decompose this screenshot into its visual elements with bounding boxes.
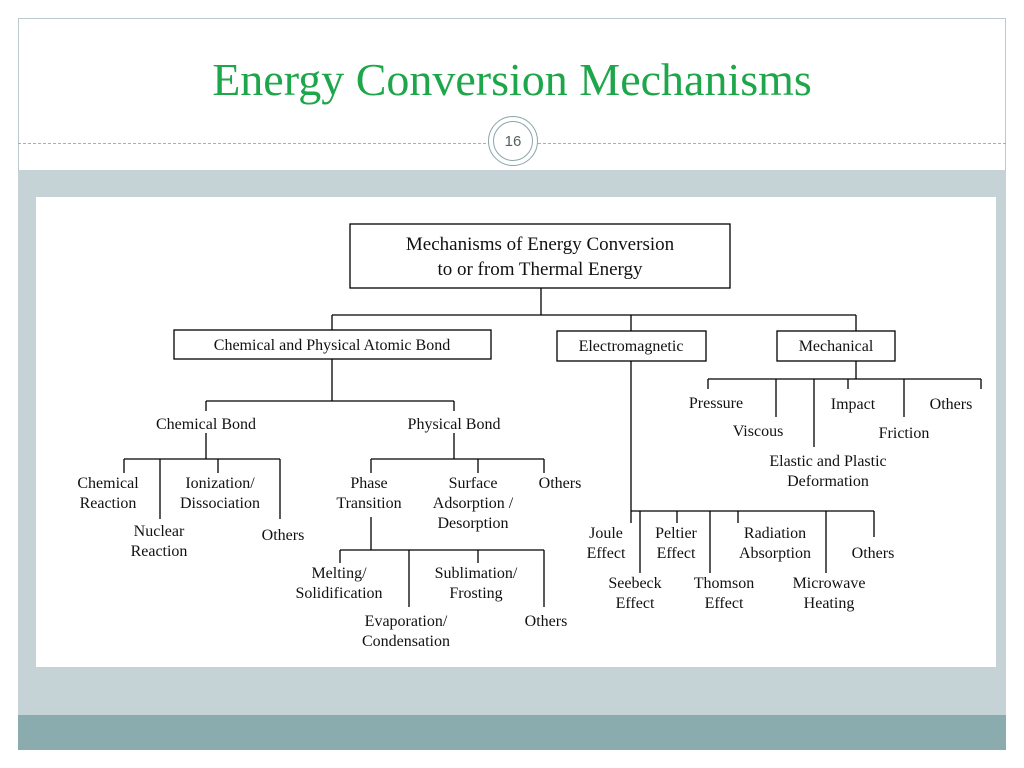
friction-label: Friction <box>879 425 930 442</box>
surface-adsorption-line3: Desorption <box>437 515 508 532</box>
chemical-reaction-line1: Chemical <box>77 475 139 492</box>
page-number: 16 <box>493 121 533 161</box>
joule-line1: Joule <box>589 525 623 542</box>
mechanical-box <box>776 330 896 362</box>
electromagnetic-label: Electromagnetic <box>579 338 684 355</box>
seebeck-line1: Seebeck <box>608 575 661 592</box>
chemical-physical-label: Chemical and Physical Atomic Bond <box>214 337 450 354</box>
chemical-bond-label: Chemical Bond <box>156 416 256 433</box>
em-others-label: Others <box>852 545 895 562</box>
sublimation-line1: Sublimation/ <box>435 565 518 582</box>
phase-transition-line1: Phase <box>350 475 387 492</box>
surface-adsorption-line1: Surface <box>449 475 498 492</box>
peltier-line1: Peltier <box>655 525 697 542</box>
impact-label: Impact <box>831 396 876 413</box>
root-label-line1: Mechanisms of Energy Conversion <box>406 234 675 255</box>
phase-others-label: Others <box>525 613 568 630</box>
radiation-line1: Radiation <box>744 525 806 542</box>
microwave-line2: Heating <box>804 595 855 612</box>
pressure-label: Pressure <box>689 395 743 412</box>
chemical-reaction-line2: Reaction <box>80 495 137 512</box>
phase-transition-line2: Transition <box>336 495 401 512</box>
thomson-line1: Thomson <box>694 575 754 592</box>
slide-title: Energy Conversion Mechanisms <box>212 54 812 105</box>
diagram-panel: Mechanisms of Energy Conversion to or fr… <box>36 197 996 667</box>
mechanical-others-label: Others <box>930 396 973 413</box>
mechanical-label: Mechanical <box>799 338 874 355</box>
energy-conversion-diagram: Mechanisms of Energy Conversion to or fr… <box>77 223 982 650</box>
root-label-line2: to or from Thermal Energy <box>437 259 643 280</box>
physical-others-label: Others <box>539 475 582 492</box>
chemical-others-label: Others <box>262 527 305 544</box>
electromagnetic-box <box>556 330 707 362</box>
microwave-line1: Microwave <box>793 575 866 592</box>
evaporation-line1: Evaporation/ <box>365 613 448 630</box>
physical-bond-label: Physical Bond <box>408 416 501 433</box>
joule-line2: Effect <box>587 545 626 562</box>
ionization-line1: Ionization/ <box>185 475 255 492</box>
radiation-line2: Absorption <box>739 545 811 562</box>
nuclear-reaction-line1: Nuclear <box>134 523 185 540</box>
thomson-line2: Effect <box>705 595 744 612</box>
elastic-line2: Deformation <box>787 473 869 490</box>
melting-line1: Melting/ <box>311 565 367 582</box>
melting-line2: Solidification <box>295 585 382 602</box>
root-box <box>349 223 731 289</box>
footer-band <box>18 715 1006 750</box>
peltier-line2: Effect <box>657 545 696 562</box>
surface-adsorption-line2: Adsorption / <box>433 495 514 512</box>
chemical-physical-box <box>173 329 492 360</box>
sublimation-line2: Frosting <box>449 585 502 602</box>
connector-lines <box>123 288 982 607</box>
nuclear-reaction-line2: Reaction <box>131 543 188 560</box>
evaporation-line2: Condensation <box>362 633 450 650</box>
viscous-label: Viscous <box>733 423 784 440</box>
page-number-badge: 16 <box>488 116 538 166</box>
seebeck-line2: Effect <box>616 595 655 612</box>
elastic-line1: Elastic and Plastic <box>769 453 886 470</box>
ionization-line2: Dissociation <box>180 495 260 512</box>
